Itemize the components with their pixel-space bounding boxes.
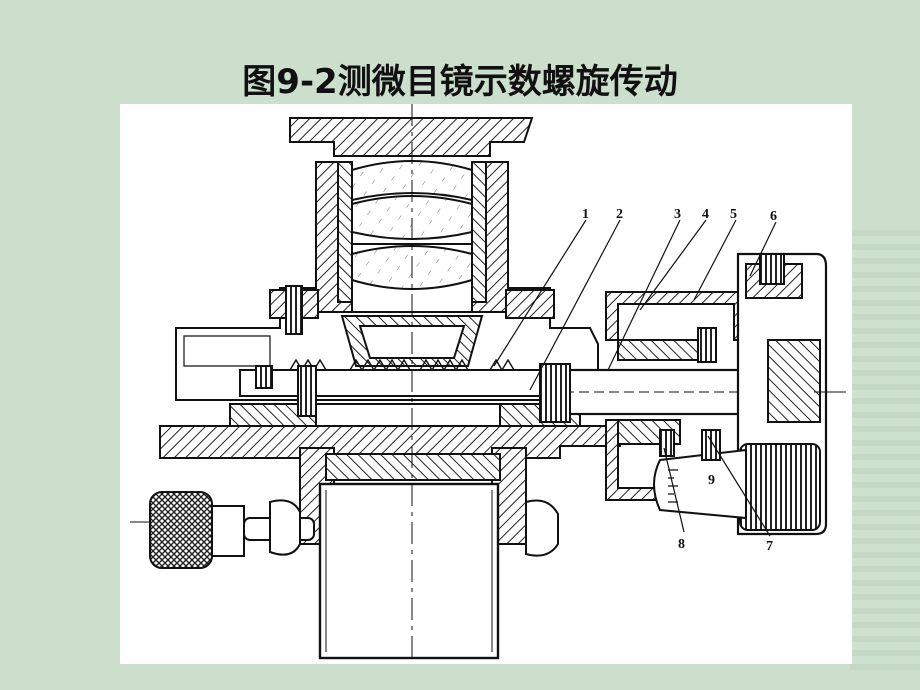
- micrometer-eyepiece-figure: 1 2 3 4 5 6 7 8 9: [120, 104, 852, 664]
- part-callouts: 1 2 3 4 5 6 7 8 9: [582, 207, 777, 554]
- slide-title: 图9-2测微目镜示数螺旋传动: [242, 62, 678, 102]
- cross-section-drawing: 1 2 3 4 5 6 7 8 9: [130, 104, 846, 660]
- callout-2: 2: [616, 207, 623, 222]
- callout-7: 7: [766, 539, 773, 554]
- callout-5: 5: [730, 207, 737, 222]
- callout-3: 3: [674, 207, 681, 222]
- callout-4: 4: [702, 207, 709, 222]
- callout-6: 6: [770, 209, 777, 224]
- callout-8: 8: [678, 537, 685, 552]
- callout-1: 1: [582, 207, 589, 222]
- background-pattern: [850, 230, 920, 670]
- callout-9: 9: [708, 473, 715, 488]
